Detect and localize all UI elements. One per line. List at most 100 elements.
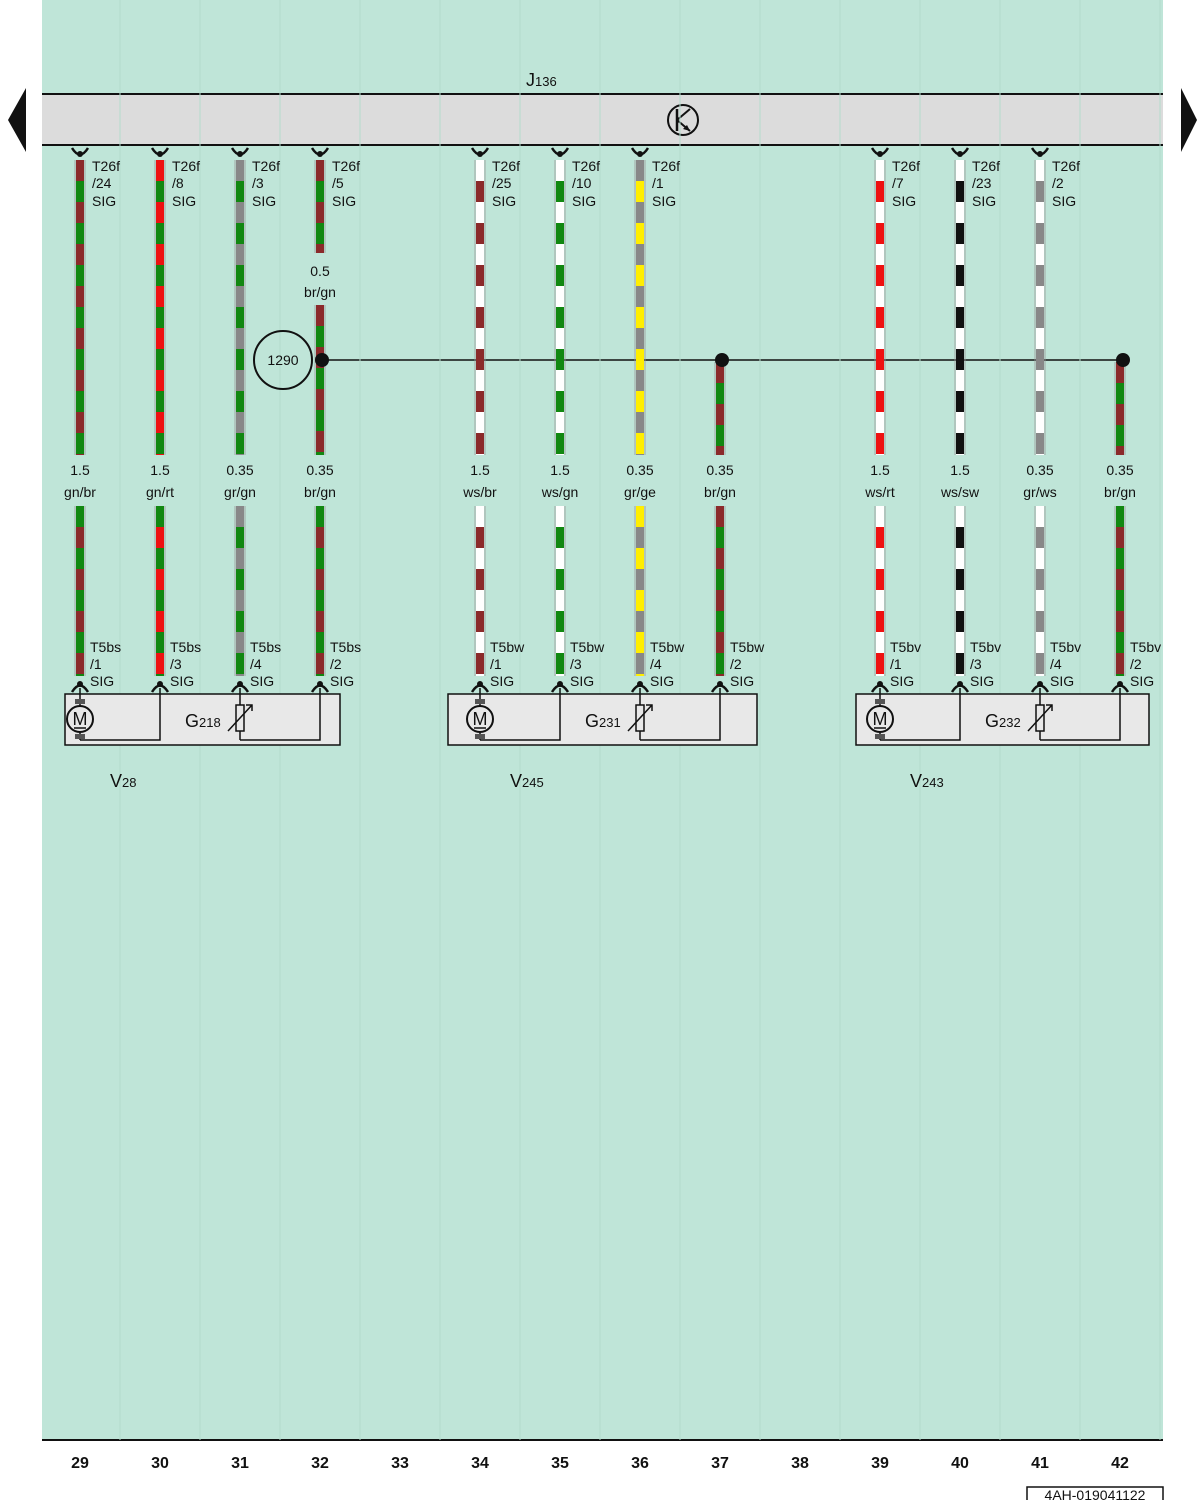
lower-wire-34 (474, 506, 486, 676)
upper-pin-30: /8 (172, 175, 184, 191)
upper-connector-29 (70, 147, 90, 157)
lower-conn-32: T5bs (330, 639, 361, 655)
column-number: 38 (791, 1455, 809, 1472)
column-number: 30 (151, 1455, 169, 1472)
arrow-right-icon[interactable] (1181, 88, 1197, 152)
upper-conn-40: T26f (972, 158, 1000, 174)
lower-wire-35 (554, 506, 566, 676)
motor-letter: M (473, 709, 488, 729)
upper-conn-35: T26f (572, 158, 600, 174)
wire-size-35: 1.5 (550, 462, 570, 478)
lower-connector-36 (630, 681, 650, 693)
upper-conn-34: T26f (492, 158, 520, 174)
doc-id: 4AH-019041122 (1045, 1487, 1146, 1500)
lower-connector-39 (870, 681, 890, 693)
upper-conn-29: T26f (92, 158, 120, 174)
upper-connector-30 (150, 147, 170, 157)
column-number: 35 (551, 1455, 569, 1472)
wire-color-39: ws/rt (864, 484, 895, 500)
upper-sig-41: SIG (1052, 193, 1076, 209)
upper-connector-40 (950, 147, 970, 157)
upper-sig-34: SIG (492, 193, 516, 209)
motor-icon: M (866, 688, 894, 740)
splice-node-42 (1116, 353, 1130, 367)
lower-sig-34: SIG (490, 673, 514, 689)
upper-connector-39 (870, 147, 890, 157)
upper-conn-41: T26f (1052, 158, 1080, 174)
upper-wire-35 (554, 160, 566, 455)
lower-sig-40: SIG (970, 673, 994, 689)
lower-sig-35: SIG (570, 673, 594, 689)
upper-sig-35: SIG (572, 193, 596, 209)
column-number: 32 (311, 1455, 329, 1472)
sensor-label: G218 (185, 711, 221, 731)
lower-conn-40: T5bv (970, 639, 1001, 655)
lower-connector-41 (1030, 681, 1050, 693)
wire-color-41: gr/ws (1023, 484, 1056, 500)
motor-icon: M (466, 688, 494, 740)
lower-pin-31: /4 (250, 656, 262, 672)
upper-connector-32 (310, 147, 330, 157)
lower-connector-42 (1110, 681, 1130, 693)
lower-sig-41: SIG (1050, 673, 1074, 689)
lower-pin-42: /2 (1130, 656, 1142, 672)
sensor-label: G231 (585, 711, 621, 731)
lower-sig-37: SIG (730, 673, 754, 689)
lower-conn-31: T5bs (250, 639, 281, 655)
upper-wire-40 (954, 160, 966, 455)
upper-wire-31 (234, 160, 246, 455)
upper-pin-41: /2 (1052, 175, 1064, 191)
wire-color-30: gn/rt (146, 484, 174, 500)
upper-sig-30: SIG (172, 193, 196, 209)
upper-pin-32: /5 (332, 175, 344, 191)
splice-label: 1290 (267, 352, 298, 368)
upper-connector-31 (230, 147, 250, 157)
wire-color-29: gn/br (64, 484, 96, 500)
lower-connector-32 (310, 681, 330, 693)
upper-wire-41 (1034, 160, 1046, 455)
wire-size-36: 0.35 (626, 462, 653, 478)
lower-conn-36: T5bw (650, 639, 685, 655)
upper-wire-30 (154, 160, 166, 455)
splice-node-32 (315, 353, 329, 367)
upper-connector-35 (550, 147, 570, 157)
column-number: 39 (871, 1455, 889, 1472)
lower-conn-34: T5bw (490, 639, 525, 655)
upper-wire-36 (634, 160, 646, 455)
lower-sig-30: SIG (170, 673, 194, 689)
lower-wire-31 (234, 506, 246, 676)
lower-conn-30: T5bs (170, 639, 201, 655)
lower-wire-32 (314, 506, 326, 676)
wire-color-35: ws/gn (541, 484, 579, 500)
lower-wire-36 (634, 506, 646, 676)
lower-wire-40 (954, 506, 966, 676)
lower-pin-39: /1 (890, 656, 902, 672)
upper-pin-36: /1 (652, 175, 664, 191)
upper-pin-39: /7 (892, 175, 904, 191)
lower-pin-41: /4 (1050, 656, 1062, 672)
wire-size-32: 0.35 (306, 462, 333, 478)
upper-wire-32b (314, 305, 326, 455)
upper-sig-40: SIG (972, 193, 996, 209)
wire-color-40: ws/sw (940, 484, 980, 500)
upper-conn-39: T26f (892, 158, 920, 174)
column-number: 31 (231, 1455, 249, 1472)
lower-wire-41 (1034, 506, 1046, 676)
lower-conn-39: T5bv (890, 639, 921, 655)
wire-color-36: gr/ge (624, 484, 656, 500)
wire-color-31: gr/gn (224, 484, 256, 500)
doc-id-box (1026, 1486, 1164, 1500)
lower-conn-37: T5bw (730, 639, 765, 655)
lower-connector-34 (470, 681, 490, 693)
lower-wire-29 (74, 506, 86, 676)
upper-wire-39 (874, 160, 886, 455)
wire-size-37: 0.35 (706, 462, 733, 478)
actuator-unit-label: V243 (910, 771, 944, 791)
lower-connector-31 (230, 681, 250, 693)
actuator-unit-label: V28 (110, 771, 136, 791)
arrow-left-icon[interactable] (8, 88, 26, 152)
wire-size-41: 0.35 (1026, 462, 1053, 478)
column-number: 41 (1031, 1455, 1049, 1472)
column-number: 33 (391, 1455, 409, 1472)
